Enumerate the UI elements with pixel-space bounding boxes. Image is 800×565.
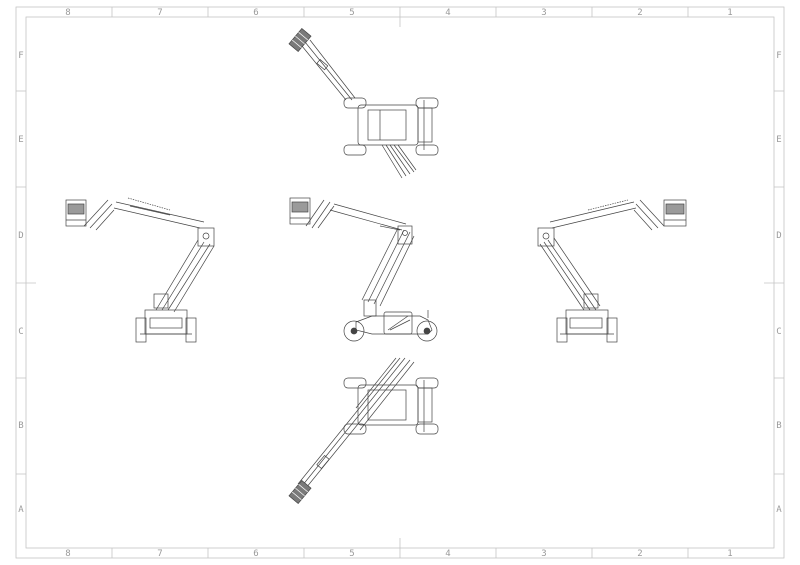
sheet-frame — [15, 6, 785, 559]
column-label: 5 — [349, 8, 354, 18]
row-label: D — [776, 231, 781, 241]
column-label: 7 — [157, 549, 162, 559]
column-labels-top: 8 7 6 5 4 3 2 1 — [65, 8, 732, 18]
row-label: B — [18, 421, 23, 431]
column-label: 8 — [65, 8, 70, 18]
row-label: A — [776, 505, 782, 515]
row-label: F — [18, 51, 23, 61]
column-label: 6 — [253, 549, 258, 559]
row-label: D — [18, 231, 23, 241]
column-label: 1 — [727, 549, 732, 559]
row-label: E — [18, 135, 23, 145]
column-label: 1 — [727, 8, 732, 18]
right-elevation — [537, 199, 687, 343]
column-label: 8 — [65, 549, 70, 559]
column-label: 2 — [637, 549, 642, 559]
row-label: E — [776, 135, 781, 145]
row-label: C — [776, 327, 781, 337]
column-labels-bottom: 8 7 6 5 4 3 2 1 — [65, 549, 732, 559]
top-view-upper — [288, 27, 439, 179]
column-label: 6 — [253, 8, 258, 18]
row-label: B — [776, 421, 781, 431]
column-label: 4 — [445, 549, 450, 559]
column-label: 3 — [541, 8, 546, 18]
row-label: F — [776, 51, 781, 61]
column-label: 3 — [541, 549, 546, 559]
row-labels-right: F E D C B A — [776, 51, 782, 515]
column-label: 7 — [157, 8, 162, 18]
left-elevation — [65, 197, 215, 343]
row-label: C — [18, 327, 23, 337]
column-label: 4 — [445, 8, 450, 18]
side-elevation — [289, 197, 438, 342]
top-view-lower — [288, 357, 439, 505]
row-label: A — [18, 505, 24, 515]
column-label: 2 — [637, 8, 642, 18]
column-label: 5 — [349, 549, 354, 559]
row-labels-left: F E D C B A — [18, 51, 24, 515]
